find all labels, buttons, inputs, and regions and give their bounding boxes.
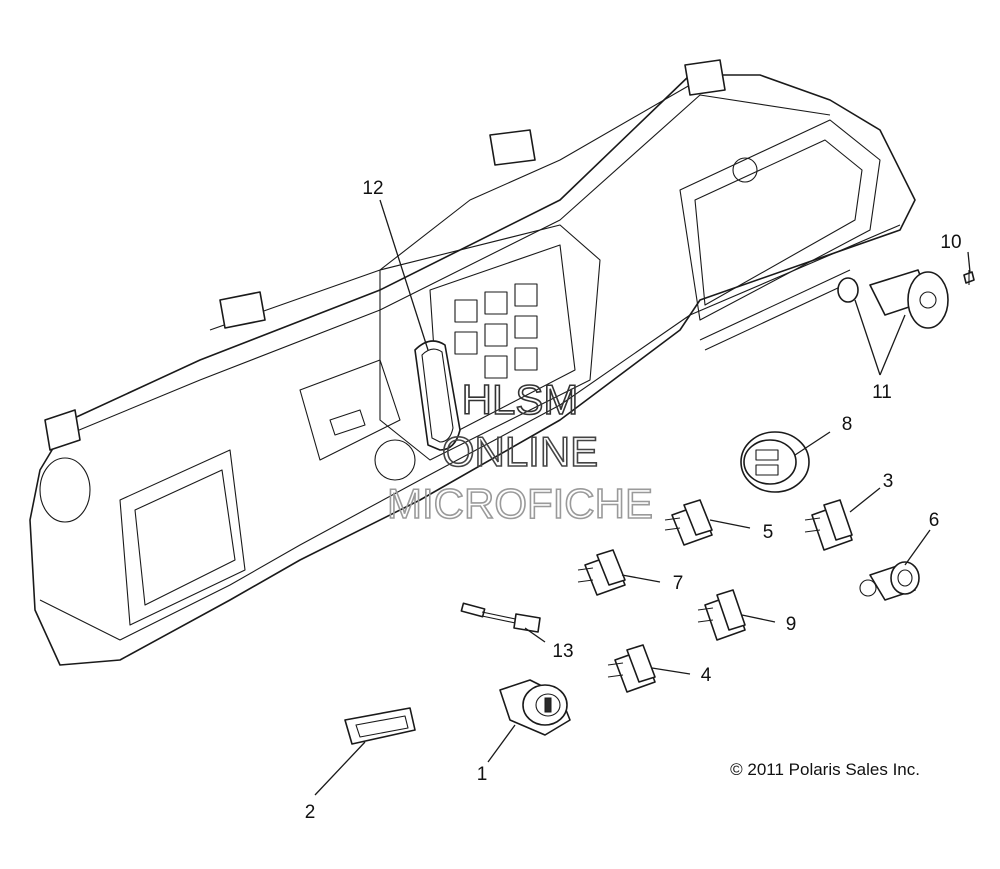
callout-6: 6 — [929, 510, 940, 531]
rocker-switch-part-4 — [607, 644, 656, 693]
gear-indicator-part-2 — [344, 707, 416, 745]
leader-6 — [904, 529, 931, 566]
rocker-switch-part-3 — [804, 499, 853, 551]
outlet-cover-part-11 — [837, 269, 949, 329]
leader-9 — [741, 614, 776, 623]
leader-13 — [524, 627, 546, 643]
leader-8 — [794, 431, 831, 456]
rocker-switch-part-9 — [697, 589, 746, 641]
ignition-switch-part-1 — [499, 679, 571, 736]
screw-part-10 — [963, 270, 975, 285]
dashboard-panel — [29, 59, 916, 666]
wire-harness-part-13 — [460, 602, 541, 633]
leader-10 — [967, 251, 971, 273]
meter-part-8 — [740, 431, 810, 493]
leader-1 — [487, 724, 516, 763]
leader-lines — [314, 199, 971, 796]
leader-4 — [651, 667, 691, 675]
callout-5: 5 — [763, 522, 774, 543]
callout-labels: 12 10 11 8 3 6 5 7 9 13 4 1 2 — [305, 178, 962, 823]
callout-8: 8 — [842, 414, 853, 435]
power-outlet-part-6 — [859, 561, 920, 601]
leader-11b — [879, 314, 906, 376]
callout-11: 11 — [872, 382, 892, 403]
callout-10: 10 — [940, 232, 961, 253]
leader-12 — [379, 199, 429, 351]
watermark-line1: HLSM — [462, 376, 579, 423]
callout-4: 4 — [701, 665, 712, 686]
leader-11a — [854, 299, 881, 376]
rocker-switch-part-5 — [664, 499, 713, 546]
leader-3 — [849, 487, 881, 513]
callout-7: 7 — [673, 573, 684, 594]
copyright-notice: © 2011 Polaris Sales Inc. — [730, 760, 920, 779]
callout-12: 12 — [362, 178, 383, 199]
leader-2 — [314, 741, 366, 796]
leader-5 — [709, 519, 751, 529]
callout-1: 1 — [477, 764, 488, 785]
leader-7 — [621, 574, 661, 583]
callout-9: 9 — [786, 614, 797, 635]
watermark: HLSM ONLINE MICROFICHE — [386, 375, 654, 528]
watermark-line2: ONLINE — [442, 428, 598, 475]
rocker-switch-part-7 — [577, 549, 626, 596]
callout-13: 13 — [552, 641, 573, 662]
watermark-line3: MICROFICHE — [387, 480, 653, 527]
callout-2: 2 — [305, 802, 316, 823]
callout-3: 3 — [883, 471, 894, 492]
